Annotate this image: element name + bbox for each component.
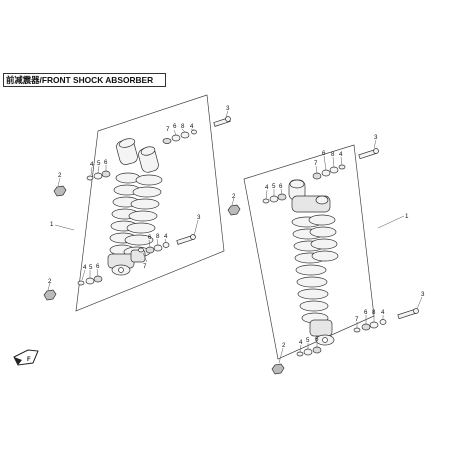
- callout-right-lower-outer-1: 4: [299, 339, 303, 346]
- callout-left-lower-outer-2: 5: [89, 264, 93, 271]
- left-upper-washers: [86, 129, 197, 181]
- callout-left-lower-inner-2: 8: [156, 233, 160, 240]
- callout-right-bolt-top: 3: [374, 134, 378, 141]
- left-lower-washers: [77, 242, 170, 286]
- diagram-title: 前减震器/FRONT SHOCK ABSORBER: [6, 75, 154, 85]
- callout-left-upper-inner-4: 4: [190, 123, 194, 130]
- right-upper-bolt: [358, 148, 379, 160]
- callout-left-lower-outer-1: 4: [83, 264, 87, 271]
- callout-labels: 1 2 2 3 3 4 5 6 7 6 8 4 4 5 6 6 8 4 7 1 …: [48, 105, 425, 349]
- callout-left-lower-inner-4: 7: [143, 263, 147, 270]
- callout-left-upper-outer-1: 4: [90, 161, 94, 168]
- callout-right-upper-inner-1: 7: [314, 160, 318, 167]
- left-leader-lines: [47, 110, 229, 291]
- callout-right-upper-outer-3: 6: [279, 183, 283, 190]
- callout-left-bolt-top: 3: [226, 105, 230, 112]
- left-shock-assembly: [43, 94, 231, 312]
- right-front-coil-spring: [308, 214, 339, 262]
- right-shock-assembly: [227, 139, 423, 375]
- callout-right-bolt-bottom: 3: [421, 291, 425, 298]
- callout-right-nut-top: 2: [232, 193, 236, 200]
- callout-left-lower-inner-1: 6: [148, 234, 152, 241]
- right-upper-eye: [288, 179, 331, 213]
- right-leader-lines: [231, 139, 423, 364]
- left-lower-bolt: [176, 234, 196, 245]
- title-frame: [3, 73, 166, 87]
- callout-right-lower-outer-2: 5: [306, 337, 310, 344]
- right-upper-nut: [227, 204, 241, 216]
- callout-left-bolt-bottom: 3: [197, 214, 201, 221]
- left-lower-body: [107, 249, 146, 276]
- right-upper-washers: [262, 164, 346, 204]
- left-assembly-panel: [75, 94, 225, 312]
- callout-right-lower-outer-3: 6: [315, 336, 319, 343]
- callout-left-upper-inner-3: 8: [181, 123, 185, 130]
- callout-right-lower-inner-1: 7: [355, 316, 359, 323]
- callout-left-upper-outer-3: 6: [104, 159, 108, 166]
- left-upper-eye: [116, 138, 159, 173]
- callout-left-assembly: 1: [50, 221, 54, 228]
- forward-direction-icon: F: [13, 349, 39, 366]
- callout-right-upper-inner-4: 4: [339, 151, 343, 158]
- right-lower-nut: [271, 363, 285, 375]
- right-assembly-panel: [243, 144, 375, 360]
- left-lower-nut: [43, 289, 57, 301]
- callout-right-upper-inner-2: 6: [322, 150, 326, 157]
- callout-left-upper-inner-1: 7: [166, 126, 170, 133]
- callout-right-lower-inner-2: 6: [364, 309, 368, 316]
- callout-left-nut-top: 2: [58, 172, 62, 179]
- left-upper-nut: [53, 185, 67, 197]
- callout-right-upper-outer-1: 4: [265, 184, 269, 191]
- callout-right-lower-inner-4: 4: [381, 309, 385, 316]
- callout-left-lower-outer-3: 6: [96, 263, 100, 270]
- callout-right-lower-inner-3: 8: [372, 309, 376, 316]
- callout-left-lower-inner-3: 4: [164, 233, 168, 240]
- callout-left-upper-inner-2: 6: [173, 123, 177, 130]
- right-lower-bolt: [397, 308, 419, 320]
- callout-left-nut-bottom: 2: [48, 278, 52, 285]
- callout-right-upper-outer-2: 5: [272, 183, 276, 190]
- right-lower-washers: [296, 319, 387, 357]
- callout-right-assembly: 1: [405, 213, 409, 220]
- callout-right-upper-inner-3: 8: [331, 151, 335, 158]
- right-lower-body: [309, 319, 335, 346]
- callout-right-nut-bottom: 2: [282, 342, 286, 349]
- left-upper-bolt: [213, 116, 231, 127]
- callout-left-upper-outer-2: 5: [97, 160, 101, 167]
- forward-badge-label: F: [27, 357, 31, 363]
